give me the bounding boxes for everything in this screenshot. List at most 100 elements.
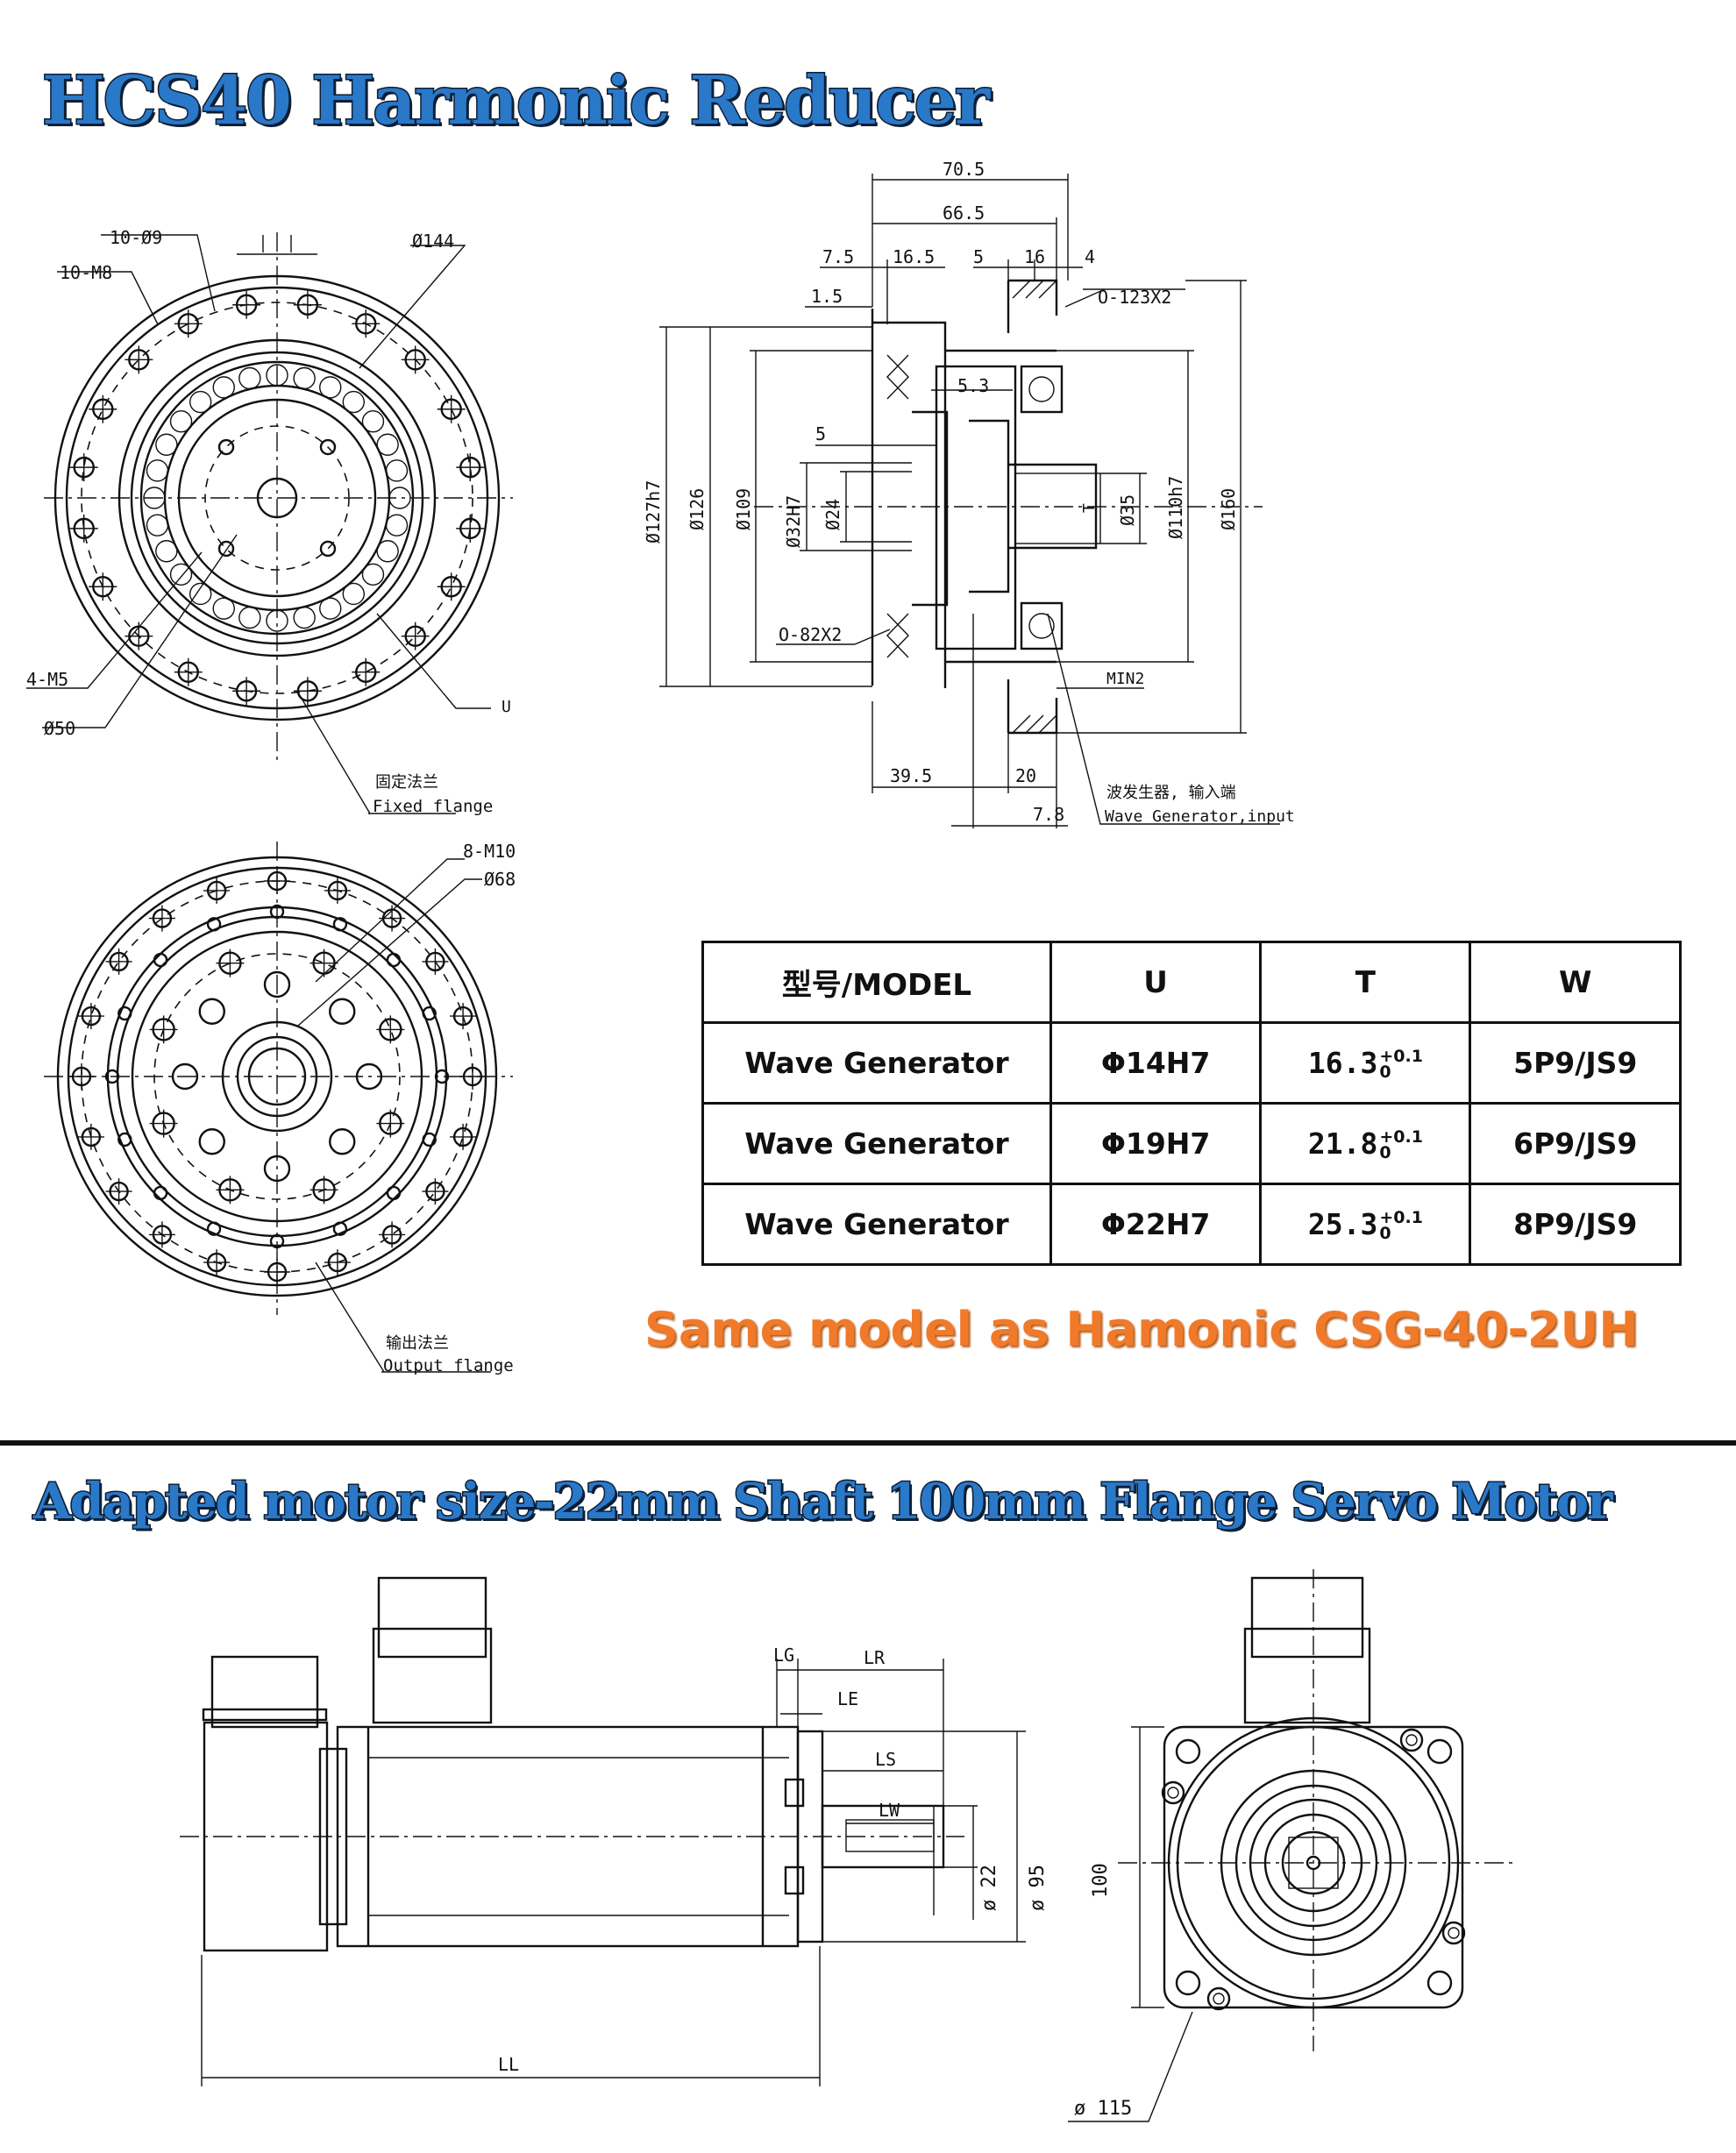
label-u: U [502, 698, 511, 716]
bearing-ball [146, 514, 169, 536]
label-le: LE [837, 1688, 858, 1709]
label-ls: LS [875, 1749, 896, 1770]
label-lg: LG [773, 1645, 794, 1666]
wave-generator-table: 型号/MODEL U T W Wave Generator Φ14H7 16.3… [701, 941, 1682, 1266]
label-10-m8: 10-M8 [60, 262, 112, 283]
bearing-ball [189, 582, 212, 606]
label-wave-generator-en: Wave Generator,input [1105, 807, 1295, 826]
bearing-ball [361, 410, 385, 433]
label-ll: LL [498, 2054, 519, 2075]
header-w: W [1469, 941, 1682, 1024]
screw-head [1399, 1728, 1424, 1752]
small-hole [269, 1233, 285, 1249]
bearing-ball [238, 366, 261, 390]
pin-hole [171, 1062, 199, 1091]
label-min2: MIN2 [1106, 670, 1144, 688]
label-66-5: 66.5 [943, 203, 985, 224]
label-7-5: 7.5 [822, 246, 854, 267]
tapped-hole [319, 540, 337, 558]
bearing-ball [169, 563, 193, 586]
small-hole [153, 952, 168, 968]
label-dia68: Ø68 [484, 869, 516, 890]
cell-model: Wave Generator [701, 1021, 1052, 1105]
table-header-row: 型号/MODEL U T W [701, 941, 1682, 1024]
label-dia24: Ø24 [822, 499, 843, 530]
label-oring-82: O-82X2 [779, 624, 842, 645]
bearing-ball [189, 390, 212, 414]
pin-hole [355, 1062, 383, 1091]
same-model-note: Same model as Hamonic CSG-40-2UH [644, 1302, 1639, 1357]
label-oring-123: O-123X2 [1098, 287, 1171, 308]
bearing-ball [155, 540, 178, 563]
motor-side-view: LG LR LE LS LW ø 22 ø 95 LL [180, 1576, 1049, 2086]
small-hole [117, 1005, 132, 1021]
label-output-flange-en: Output flange [383, 1356, 514, 1375]
header-model: 型号/MODEL [701, 941, 1052, 1024]
small-hole [434, 1069, 450, 1084]
bearing-ball [266, 609, 288, 632]
label-5b: 5 [815, 423, 826, 444]
bearing-ball [385, 459, 409, 482]
bearing-ball [155, 433, 178, 456]
pin-hole [263, 1155, 291, 1183]
label-dia22: ø 22 [978, 1865, 1000, 1911]
tapped-hole [319, 438, 337, 456]
bearing-ball [342, 390, 365, 414]
bearing-ball [319, 376, 342, 399]
label-dia95: ø 95 [1027, 1865, 1049, 1911]
mount-hole [1175, 1970, 1201, 1996]
label-fixed-flange-cn: 固定法兰 [375, 773, 438, 792]
small-hole [332, 917, 348, 932]
mount-hole [1175, 1738, 1201, 1765]
label-100: 100 [1090, 1863, 1112, 1898]
label-t: T [1080, 503, 1099, 513]
label-16: 16 [1024, 246, 1045, 267]
screw-inner [1167, 1787, 1179, 1799]
motor-title: Adapted motor size-22mm Shaft 100mm Flan… [32, 1472, 1615, 1532]
mount-hole [1427, 1738, 1453, 1765]
pin-hole [198, 998, 225, 1025]
screw-inner [1213, 1993, 1225, 2005]
bearing-ball [266, 364, 288, 387]
bearing-ball [319, 597, 342, 620]
tapped-hole [217, 540, 235, 558]
screw-inner [1448, 1927, 1460, 1939]
label-8-m10: 8-M10 [463, 841, 516, 862]
header-u: U [1049, 941, 1263, 1024]
label-16-5: 16.5 [893, 246, 935, 267]
reducer-title: HCS40 Harmonic Reducer [40, 60, 991, 141]
pin-hole [263, 970, 291, 998]
cell-w: 6P9/JS9 [1469, 1102, 1682, 1185]
cell-u: Φ22H7 [1049, 1183, 1263, 1266]
label-1-5: 1.5 [811, 286, 843, 307]
bearing-ball [212, 376, 235, 399]
small-hole [422, 1005, 437, 1021]
bearing-ball [385, 514, 409, 536]
cell-u: Φ14H7 [1049, 1021, 1263, 1105]
bearing-ball [376, 540, 399, 563]
label-fixed-flange-en: Fixed flange [373, 797, 493, 816]
small-hole [117, 1132, 132, 1148]
screw-head [1161, 1780, 1185, 1805]
label-dia109: Ø109 [733, 488, 754, 530]
label-7-8: 7.8 [1033, 804, 1064, 825]
small-hole [104, 1069, 120, 1084]
reducer-side-view: 70.5 66.5 7.5 16.5 5 16 4 1.5 O-123X2 5.… [643, 159, 1295, 828]
bearing-ball [146, 459, 169, 482]
mount-hole [1427, 1970, 1453, 1996]
label-dia115: ø 115 [1074, 2098, 1132, 2120]
bearing-ball [238, 606, 261, 629]
reducer-front-view: 10-Ø9 10-M8 Ø144 4-M5 Ø50 U 固定法兰 Fixed f… [26, 227, 513, 816]
small-hole [153, 1185, 168, 1201]
pin-hole [329, 998, 356, 1025]
header-t: T [1259, 941, 1472, 1024]
screw-head [1206, 1986, 1231, 2011]
label-dia50: Ø50 [44, 718, 75, 739]
screw-head [1441, 1921, 1466, 1945]
motor-front-view: 100 ø 115 [1068, 1569, 1512, 2122]
label-dia160: Ø160 [1218, 488, 1239, 530]
bearing-ball [342, 582, 365, 606]
